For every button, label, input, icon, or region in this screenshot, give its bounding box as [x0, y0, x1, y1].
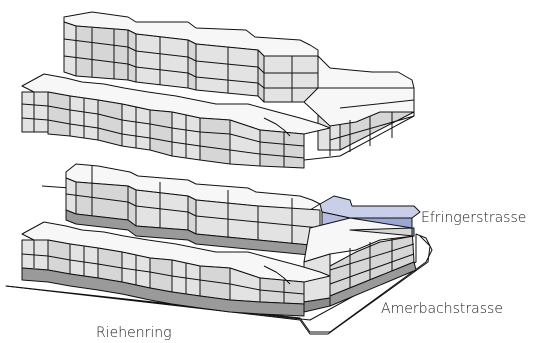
upper-back-row — [63, 11, 319, 103]
lower-block-group — [5, 163, 433, 335]
upper-floors-group — [21, 11, 415, 169]
label-amerbachstrasse: Amerbachstrasse — [381, 301, 503, 317]
label-riehenring: Riehenring — [96, 325, 172, 341]
lower-right-wing — [303, 217, 417, 313]
lower-front-row — [21, 221, 331, 317]
label-efringerstrasse: Efringerstrasse — [421, 210, 526, 226]
upper-right-wing — [303, 55, 415, 161]
axis-line — [41, 185, 71, 189]
upper-front-row — [21, 73, 331, 169]
lower-back-row — [65, 163, 321, 257]
